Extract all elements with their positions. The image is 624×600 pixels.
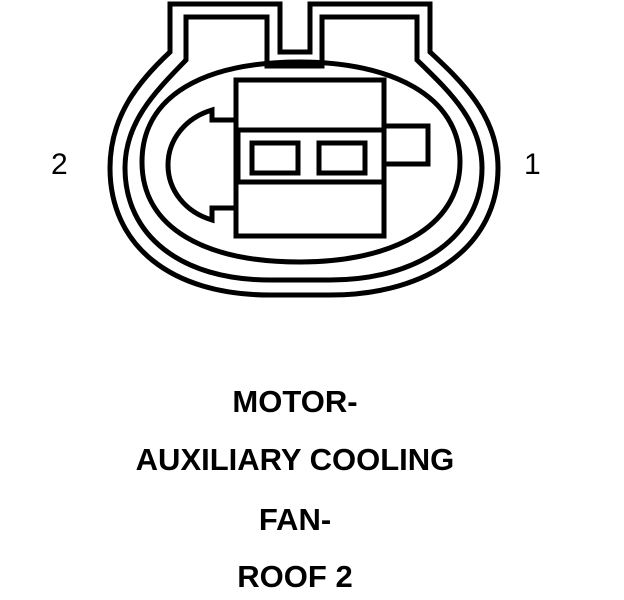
terminal-slot-right <box>316 140 368 176</box>
caption-line-roof-2: ROOF 2 <box>237 559 353 594</box>
terminal-slot-left <box>249 140 301 176</box>
pin-label-1: 1 <box>524 148 541 181</box>
connector-outer-shell <box>107 1 501 298</box>
pin-label-2: 2 <box>51 148 68 181</box>
caption-line-fan: FAN- <box>258 502 332 537</box>
pin-2-terminal <box>165 106 236 224</box>
pin-1-terminal-block <box>233 77 431 239</box>
connector-inner-shell <box>122 14 485 283</box>
caption-line-motor: MOTOR- <box>232 384 358 419</box>
terminal-slot-frame <box>235 127 387 185</box>
connector-cavity-oval <box>139 59 463 265</box>
connector-face-diagram <box>107 1 501 298</box>
caption-line-auxiliary-cooling: AUXILIARY COOLING <box>135 442 455 477</box>
